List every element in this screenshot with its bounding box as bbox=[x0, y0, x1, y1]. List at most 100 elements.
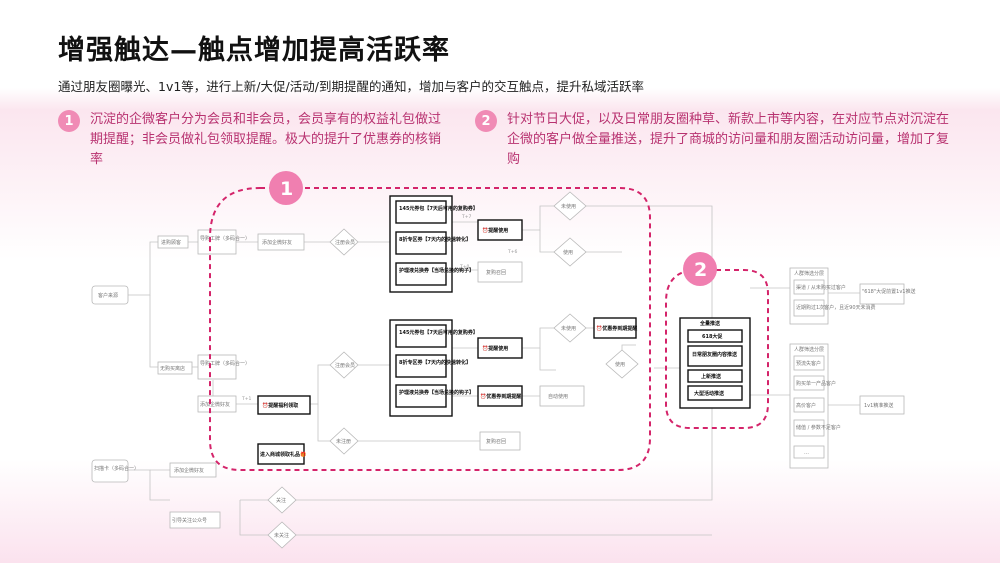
edge-label-t0: T+0 bbox=[459, 264, 470, 270]
zone-1-badge: 1 bbox=[269, 171, 303, 205]
decision-no-use-1: 未使用 bbox=[553, 191, 587, 221]
svg-text:1: 1 bbox=[280, 178, 293, 200]
edge-label-t7: T+7 bbox=[461, 214, 472, 220]
svg-text:自动使用: 自动使用 bbox=[548, 393, 568, 400]
decision-member-1: 注册会员 bbox=[329, 228, 359, 256]
svg-text:储值 / 参数不足客户: 储值 / 参数不足客户 bbox=[796, 424, 841, 431]
svg-text:复购召回: 复购召回 bbox=[486, 269, 506, 276]
svg-text:购买单一产品客户: 购买单一产品客户 bbox=[796, 380, 836, 387]
svg-text:进购顾客: 进购顾客 bbox=[161, 239, 181, 246]
svg-text:⏰提醒使用: ⏰提醒使用 bbox=[482, 345, 508, 352]
node-cycle-remind: 复购召回 bbox=[479, 431, 521, 451]
page-title: 增强触达—触点增加提高活跃率 bbox=[58, 35, 450, 66]
svg-text:添加企微好友: 添加企微好友 bbox=[174, 467, 204, 474]
node-no-buy: 无购买离店 bbox=[157, 361, 193, 375]
node-tag-panel-2: 人群筛选分层 预流失客户 购买单一产品客户 高价客户 储值 / 参数不足客户 … bbox=[789, 343, 841, 469]
node-remind-use-1: ⏰提醒使用 bbox=[477, 219, 523, 241]
svg-text:引导关注公众号: 引导关注公众号 bbox=[172, 517, 207, 524]
edge-label-t6: T+6 bbox=[507, 249, 518, 255]
svg-text:渠道 / 从未购买过客户: 渠道 / 从未购买过客户 bbox=[796, 284, 846, 291]
decision-not-registered: 未注册 bbox=[329, 427, 359, 455]
svg-text:145元券包【7天后可用的复购券】: 145元券包【7天后可用的复购券】 bbox=[399, 329, 478, 336]
svg-text:护理液兑换券【当场兑换的钩子】: 护理液兑换券【当场兑换的钩子】 bbox=[399, 389, 474, 396]
svg-text:145元券包【7天后可用的复购券】: 145元券包【7天后可用的复购券】 bbox=[399, 205, 478, 212]
svg-text:2: 2 bbox=[694, 259, 707, 281]
decision-followed: 关注 bbox=[267, 486, 297, 514]
node-remind-use-2: ⏰提醒使用 bbox=[477, 337, 523, 359]
svg-text:注册会员: 注册会员 bbox=[335, 239, 355, 246]
svg-text:未注册: 未注册 bbox=[336, 438, 351, 445]
decision-used-2: 使用 bbox=[605, 349, 639, 379]
page-subtitle: 通过朋友圈曝光、1v1等，进行上新/大促/活动/到期提醒的通知，增加与客户的交互… bbox=[58, 79, 644, 94]
svg-text:⏰优惠券到期提醒: ⏰优惠券到期提醒 bbox=[480, 393, 521, 400]
node-scan-card: 扫描卡（多码合一） bbox=[91, 459, 139, 483]
svg-text:进入商城领取礼品🎁: 进入商城领取礼品🎁 bbox=[260, 451, 306, 458]
point-2: 2 针对节日大促，以及日常朋友圈种草、新款上市等内容，在对应节点对沉淀在企微的客… bbox=[475, 110, 950, 170]
node-customer-source: 客户来源 bbox=[91, 285, 129, 305]
svg-text:8折专区券【7天内的快速转化】: 8折专区券【7天内的快速转化】 bbox=[399, 236, 471, 243]
svg-text:"618"大促前置1v1推送: "618"大促前置1v1推送 bbox=[862, 288, 915, 295]
svg-text:客户来源: 客户来源 bbox=[98, 292, 118, 299]
svg-text:未关注: 未关注 bbox=[274, 532, 289, 539]
decision-not-followed: 未关注 bbox=[267, 521, 297, 549]
node-enter-mall: 进入商城领取礼品🎁 bbox=[257, 443, 306, 465]
node-tag-panel-1: 人群筛选分层 渠道 / 从未购买过客户 近期购过1次客户，且近90天未消费 bbox=[789, 267, 876, 325]
node-add-wechat-1: 添加企微好友 bbox=[257, 233, 305, 251]
svg-text:1v1精准推送: 1v1精准推送 bbox=[864, 402, 893, 409]
svg-text:预流失客户: 预流失客户 bbox=[796, 360, 821, 367]
coupon-group-2: 145元券包【7天后可用的复购券】 8折专区券【7天内的快速转化】 护理液兑换券… bbox=[389, 319, 478, 417]
zone-1-outline bbox=[209, 187, 651, 471]
svg-text:⏰提醒福利领取: ⏰提醒福利领取 bbox=[262, 402, 298, 409]
svg-text:添加企微好友: 添加企微好友 bbox=[200, 401, 230, 408]
point-2-text: 针对节日大促，以及日常朋友圈种草、新款上市等内容，在对应节点对沉淀在企微的客户做… bbox=[507, 112, 950, 167]
svg-text:无购买离店: 无购买离店 bbox=[160, 365, 185, 372]
svg-text:上新推送: 上新推送 bbox=[701, 373, 722, 380]
decision-member-2: 注册会员 bbox=[329, 351, 359, 379]
coupon-group-1: 145元券包【7天后可用的复购券】 8折专区券【7天内的快速转化】 护理液兑换券… bbox=[389, 195, 478, 293]
svg-text:添加企微好友: 添加企微好友 bbox=[262, 239, 292, 246]
svg-text:导购工牌（多码合一）: 导购工牌（多码合一） bbox=[200, 235, 250, 242]
node-guide-card-2: 导购工牌（多码合一） bbox=[197, 354, 250, 380]
node-push-618-result: "618"大促前置1v1推送 bbox=[859, 283, 915, 305]
node-no-use-1: 复购召回 bbox=[477, 261, 523, 283]
svg-text:未使用: 未使用 bbox=[561, 325, 576, 332]
push-group: 全量推送 618大促 日常朋友圈内容推送 上新推送 大型活动推送 bbox=[679, 317, 751, 409]
point-2-badge: 2 bbox=[475, 110, 497, 132]
node-guide-card-1: 导购工牌（多码合一） bbox=[197, 229, 250, 255]
edge-label-t1: T+1 bbox=[241, 396, 252, 402]
svg-text:日常朋友圈内容推送: 日常朋友圈内容推送 bbox=[692, 351, 738, 358]
node-expire-remind-2: ⏰优惠券到期提醒 bbox=[593, 317, 637, 339]
node-follow-oa: 引导关注公众号 bbox=[169, 511, 221, 529]
node-expire-remind-1: ⏰优惠券到期提醒 bbox=[477, 385, 523, 407]
point-1-text: 沉淀的企微客户分为会员和非会员，会员享有的权益礼包做过期提醒；非会员做礼包领取提… bbox=[90, 112, 442, 167]
node-store-buy: 进购顾客 bbox=[157, 235, 189, 249]
node-onevone: 1v1精准推送 bbox=[859, 395, 905, 415]
svg-text:高价客户: 高价客户 bbox=[796, 402, 816, 409]
decision-used-1: 使用 bbox=[553, 237, 587, 267]
zone-2-badge: 2 bbox=[683, 252, 717, 286]
svg-text:使用: 使用 bbox=[615, 361, 625, 368]
decision-no-use-2: 未使用 bbox=[553, 313, 587, 343]
svg-text:全量推送: 全量推送 bbox=[699, 320, 721, 327]
point-1: 1 沉淀的企微客户分为会员和非会员，会员享有的权益礼包做过期提醒；非会员做礼包领… bbox=[58, 110, 448, 170]
svg-text:导购工牌（多码合一）: 导购工牌（多码合一） bbox=[200, 360, 250, 367]
node-welfare-claim: ⏰提醒福利领取 bbox=[257, 395, 311, 415]
svg-text:人群筛选分层: 人群筛选分层 bbox=[794, 270, 824, 277]
svg-text:…: … bbox=[804, 450, 809, 456]
svg-text:人群筛选分层: 人群筛选分层 bbox=[794, 346, 824, 353]
svg-text:大型活动推送: 大型活动推送 bbox=[694, 390, 725, 397]
node-add-wechat-3: 添加企微好友 bbox=[169, 462, 217, 478]
svg-text:8折专区券【7天内的快速转化】: 8折专区券【7天内的快速转化】 bbox=[399, 359, 471, 366]
flow-edges: T+7 T+6 T+0 T+1 bbox=[128, 205, 860, 536]
svg-text:⏰优惠券到期提醒: ⏰优惠券到期提醒 bbox=[596, 325, 637, 332]
node-auto-used: 自动使用 bbox=[539, 385, 585, 407]
point-1-badge: 1 bbox=[58, 110, 80, 132]
svg-text:使用: 使用 bbox=[563, 249, 573, 256]
svg-text:关注: 关注 bbox=[276, 497, 286, 504]
svg-text:注册会员: 注册会员 bbox=[335, 362, 355, 369]
svg-text:未使用: 未使用 bbox=[561, 203, 576, 210]
svg-text:618大促: 618大促 bbox=[702, 333, 723, 340]
svg-text:近期购过1次客户，且近90天未消费: 近期购过1次客户，且近90天未消费 bbox=[796, 304, 876, 311]
svg-text:复购召回: 复购召回 bbox=[486, 438, 506, 445]
